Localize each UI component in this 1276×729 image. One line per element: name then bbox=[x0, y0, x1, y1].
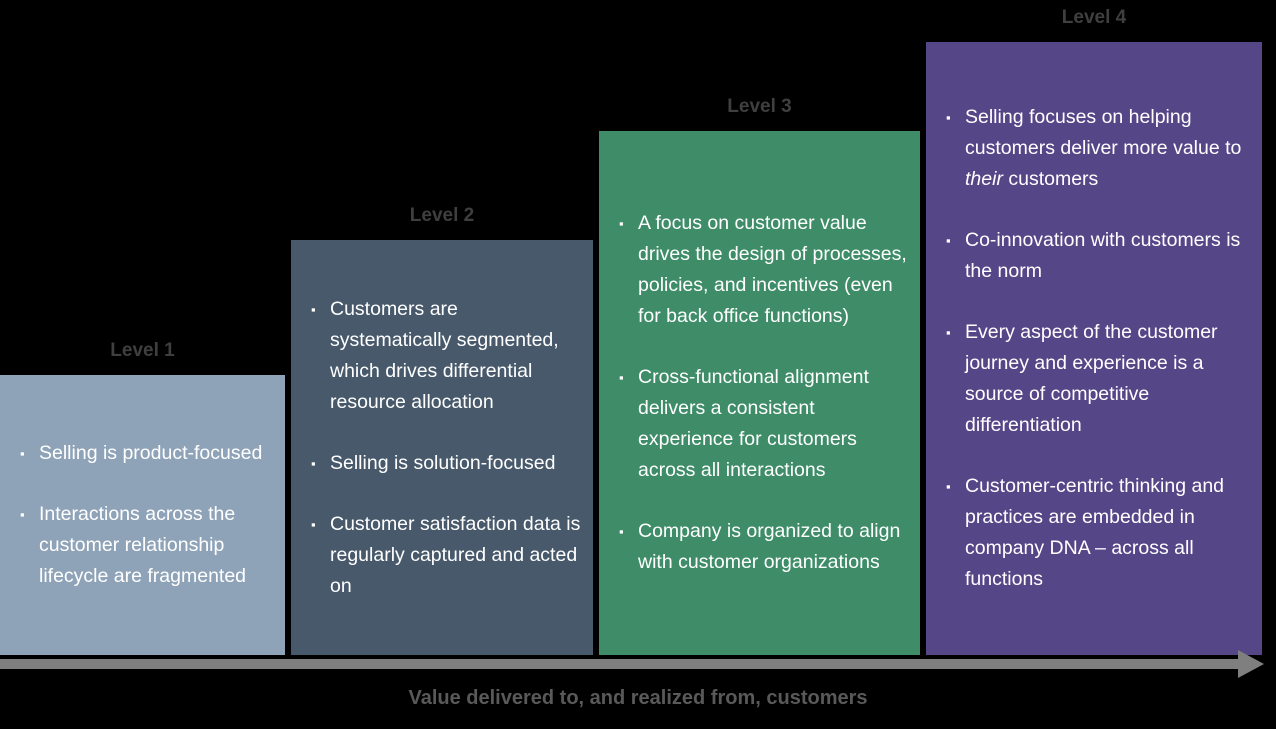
bullet-item: Customers are systematically segmented, … bbox=[311, 294, 581, 418]
level-4-bullet-list: Selling focuses on helping customers del… bbox=[926, 102, 1262, 595]
bullet-item: Co-innovation with customers is the norm bbox=[946, 225, 1250, 287]
bullet-item: Every aspect of the customer journey and… bbox=[946, 317, 1250, 441]
level-3-label: Level 3 bbox=[727, 96, 792, 117]
bullet-item: Selling is solution-focused bbox=[311, 448, 581, 479]
level-4-column: Level 4 Selling focuses on helping custo… bbox=[926, 6, 1262, 655]
bullet-item: Customer satisfaction data is regularly … bbox=[311, 509, 581, 602]
level-2-bullet-list: Customers are systematically segmented, … bbox=[291, 294, 593, 602]
bullet-item: Interactions across the customer relatio… bbox=[20, 499, 273, 592]
level-1-label: Level 1 bbox=[110, 340, 175, 361]
level-1-bullet-list: Selling is product-focusedInteractions a… bbox=[0, 438, 285, 592]
bullet-item: Selling focuses on helping customers del… bbox=[946, 102, 1250, 195]
bullet-item: Company is organized to align with custo… bbox=[619, 516, 908, 578]
bullet-item: Cross-functional alignment delivers a co… bbox=[619, 362, 908, 486]
level-3-bullet-list: A focus on customer value drives the des… bbox=[599, 208, 920, 578]
level-2-box: Customers are systematically segmented, … bbox=[291, 240, 593, 655]
bullet-item: Customer-centric thinking and practices … bbox=[946, 471, 1250, 595]
level-4-box: Selling focuses on helping customers del… bbox=[926, 42, 1262, 655]
level-4-label: Level 4 bbox=[1061, 7, 1127, 28]
level-2-column: Level 2 Customers are systematically seg… bbox=[291, 204, 593, 655]
bullet-item: A focus on customer value drives the des… bbox=[619, 208, 908, 332]
value-arrow-shaft bbox=[0, 659, 1240, 669]
level-1-column: Level 1 Selling is product-focusedIntera… bbox=[0, 339, 285, 655]
level-1-box: Selling is product-focusedInteractions a… bbox=[0, 375, 285, 655]
value-arrow-label: Value delivered to, and realized from, c… bbox=[408, 687, 868, 709]
level-3-box: A focus on customer value drives the des… bbox=[599, 131, 920, 655]
level-3-column: Level 3 A focus on customer value drives… bbox=[599, 95, 920, 655]
level-2-label: Level 2 bbox=[409, 205, 475, 226]
bullet-item: Selling is product-focused bbox=[20, 438, 273, 469]
